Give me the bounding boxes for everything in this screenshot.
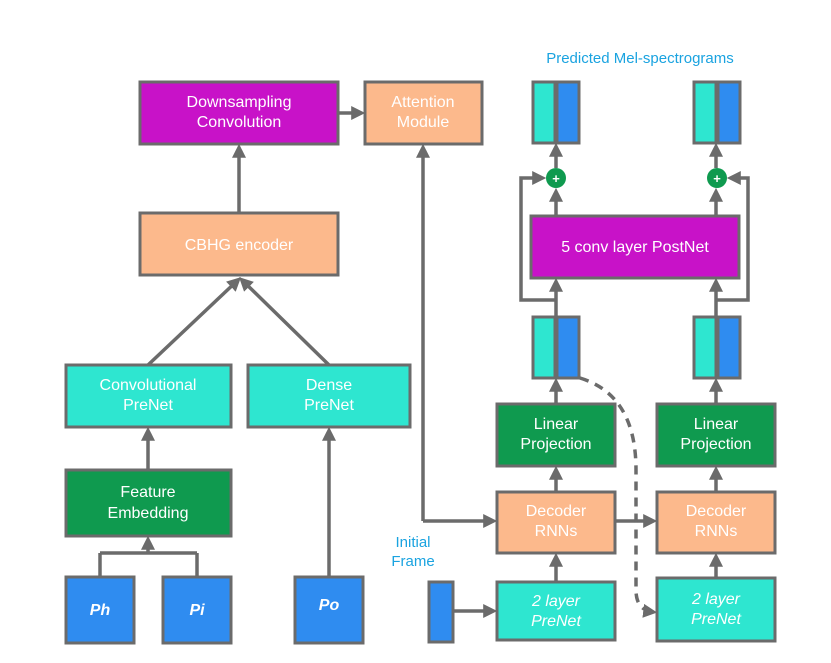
input-po-box: Po — [293, 575, 365, 645]
prenet2-box-step1: 2 layer PreNet — [495, 580, 617, 642]
decoder-rnns-box-step2: Decoder RNNs — [655, 490, 777, 555]
input-pi-box: Pi — [161, 575, 233, 645]
convolutional-prenet-box: Convolutional PreNet — [64, 363, 233, 429]
dense-prenet-box: Dense PreNet — [246, 363, 412, 429]
linear-step2-line2: Projection — [680, 436, 751, 453]
downsampling-label-line2: Convolution — [197, 114, 282, 131]
plus-node-step2: + — [707, 168, 727, 188]
postnet-label: 5 conv layer PostNet — [561, 239, 709, 256]
prenet2-step2-line2: PreNet — [691, 611, 741, 628]
input-pi-label: Pi — [189, 602, 205, 619]
linear-step2-line1: Linear — [694, 416, 739, 433]
decoder-step2-line2: RNNs — [695, 523, 738, 540]
frame-pair-step2-top — [692, 80, 742, 145]
downsampling-convolution-box: Downsampling Convolution — [138, 80, 340, 146]
frame-pair-step1-top — [531, 80, 581, 145]
plus-sign-step2: + — [713, 171, 721, 186]
linear-projection-box-step1: Linear Projection — [495, 402, 617, 468]
input-ph-label: Ph — [90, 602, 111, 619]
attention-label-line1: Attention — [391, 94, 454, 111]
postnet-box: 5 conv layer PostNet — [529, 214, 741, 280]
decoder-step2-line1: Decoder — [686, 503, 747, 520]
attention-module-box: Attention Module — [363, 80, 484, 146]
prenet2-step1-line2: PreNet — [531, 613, 581, 630]
decoder-arrows — [453, 142, 750, 618]
attention-label-line2: Module — [397, 114, 450, 131]
frame-pair-step2-mid — [692, 315, 742, 380]
initial-frame-caption-line1: Initial — [395, 534, 430, 551]
encoder-arrows — [98, 106, 498, 577]
feature-label-line1: Feature — [120, 484, 175, 501]
input-ph-box: Ph — [64, 575, 136, 645]
dense-prenet-label-line1: Dense — [306, 377, 352, 394]
prenet2-step2-line1: 2 layer — [691, 591, 741, 608]
initial-frame-caption-line2: Frame — [391, 553, 434, 570]
linear-projection-box-step2: Linear Projection — [655, 402, 777, 468]
plus-node-step1: + — [546, 168, 566, 188]
initial-frame-bar — [427, 580, 455, 644]
decoder-rnns-box-step1: Decoder RNNs — [495, 490, 617, 555]
decoder-step1-line2: RNNs — [535, 523, 578, 540]
cbhg-label: CBHG encoder — [185, 237, 294, 254]
input-po-label: Po — [319, 597, 340, 614]
predicted-mel-caption: Predicted Mel-spectrograms — [546, 50, 734, 67]
prenet2-step1-line1: 2 layer — [531, 593, 581, 610]
frame-pair-step1-mid — [531, 315, 581, 380]
linear-step1-line1: Linear — [534, 416, 579, 433]
feature-label-line2: Embedding — [108, 505, 189, 522]
prenet2-box-step2: 2 layer PreNet — [655, 576, 777, 643]
dense-prenet-label-line2: PreNet — [304, 397, 354, 414]
downsampling-label-line1: Downsampling — [187, 94, 292, 111]
decoder-step1-line1: Decoder — [526, 503, 587, 520]
cbhg-encoder-box: CBHG encoder — [138, 211, 340, 277]
linear-step1-line2: Projection — [520, 436, 591, 453]
conv-prenet-label-line2: PreNet — [123, 397, 173, 414]
plus-sign-step1: + — [552, 171, 560, 186]
feature-embedding-box: Feature Embedding — [64, 468, 233, 538]
conv-prenet-label-line1: Convolutional — [100, 377, 197, 394]
